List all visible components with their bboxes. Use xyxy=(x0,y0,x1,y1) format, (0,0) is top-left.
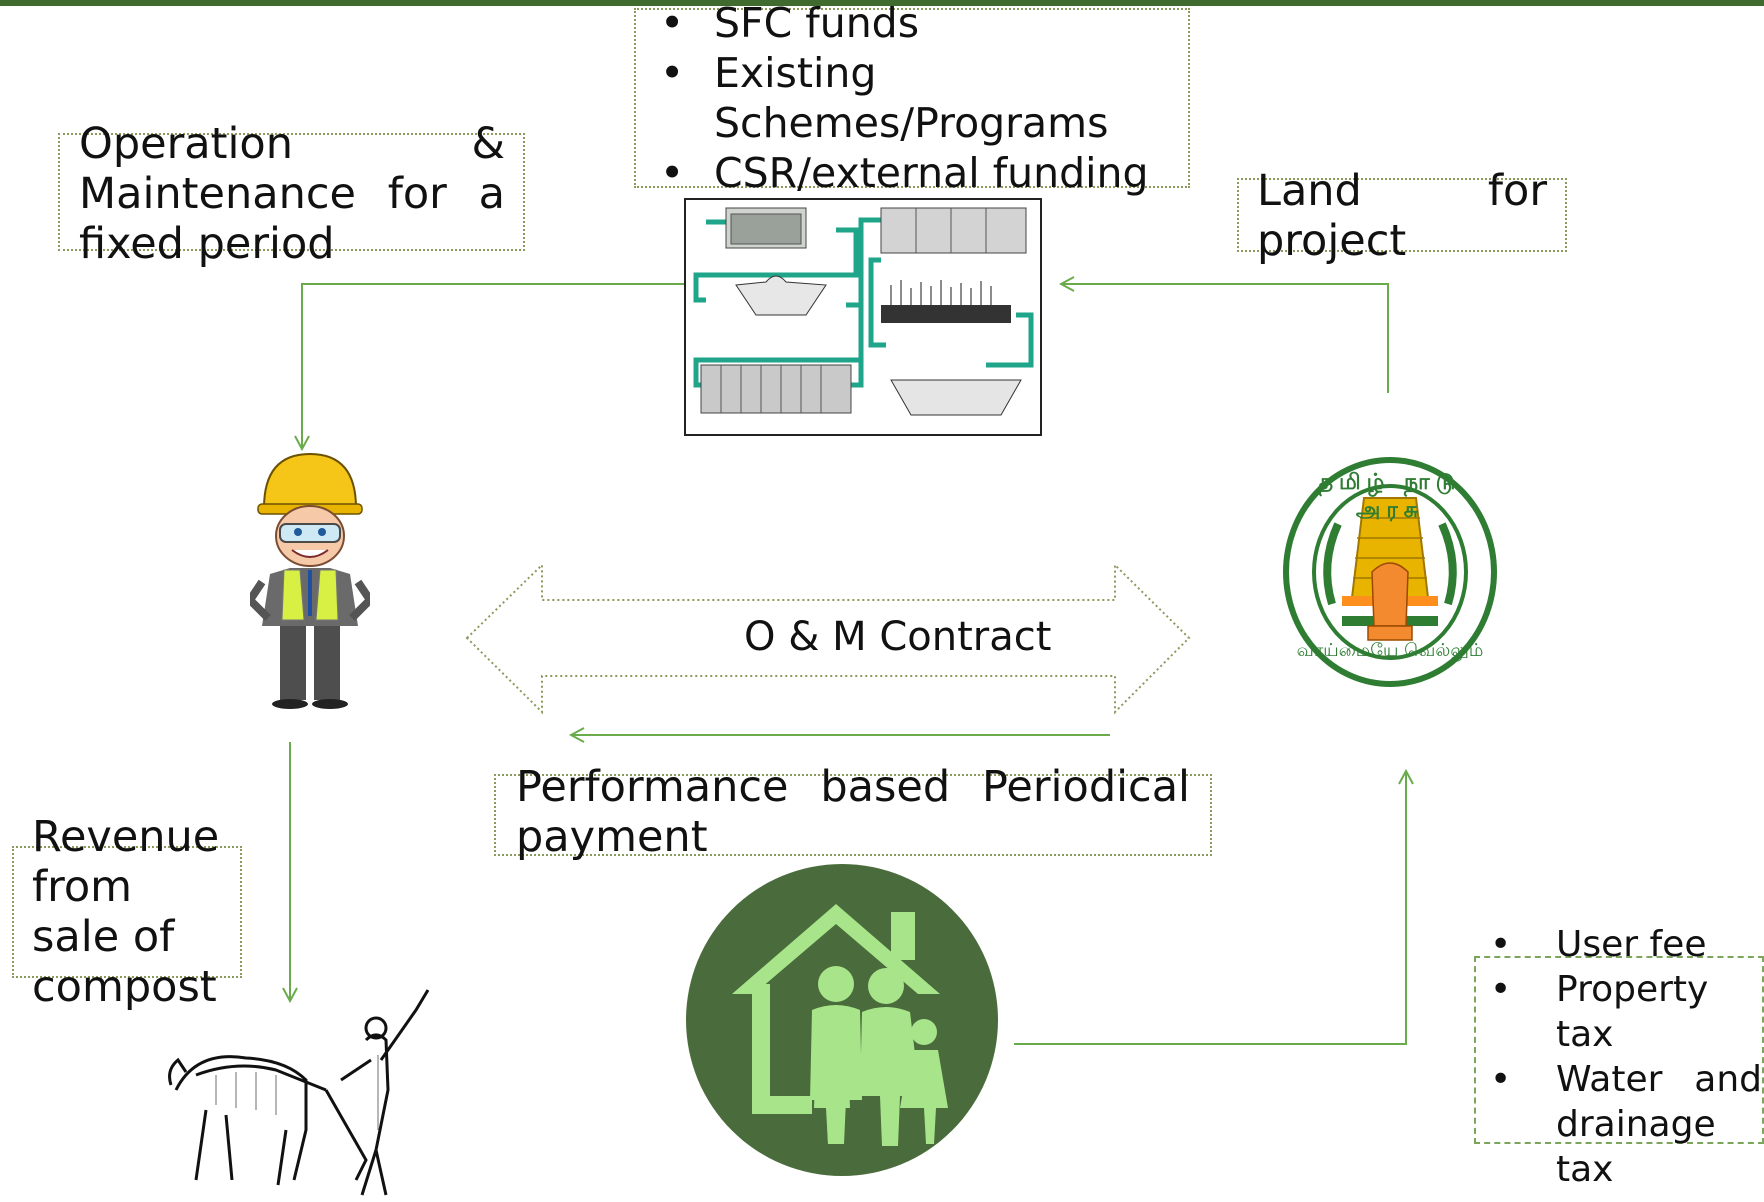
worker-image xyxy=(250,450,370,710)
treatment-plant-image xyxy=(684,198,1042,436)
family-icon-circle xyxy=(686,864,998,1176)
taxes-box xyxy=(1474,956,1764,1144)
funding-item: •SFC funds xyxy=(660,0,920,47)
payment-text: Performance based Periodical payment xyxy=(516,762,1190,862)
payment-box xyxy=(494,774,1212,856)
contract-double-arrow xyxy=(465,562,1191,715)
emblem-top-text: தமிழ் நாடு அரசு xyxy=(1318,470,1462,523)
arrow-govt-to-plant xyxy=(1062,284,1389,393)
taxes-list: •User fee •Property tax •Water and drain… xyxy=(1490,922,1764,1192)
land-text: Land for project xyxy=(1257,166,1547,266)
tax-item: •Property tax xyxy=(1490,969,1709,1055)
land-box xyxy=(1237,178,1567,252)
emblem-bottom-text: வாய்மையே வெல்லும் xyxy=(1296,640,1484,661)
tax-item: •Water and drainage tax xyxy=(1490,1059,1762,1190)
plant-diagram-icon xyxy=(693,207,1034,416)
funding-item: •Existing Schemes/Programs xyxy=(660,49,1109,147)
contract-label: O & M Contract xyxy=(744,614,1052,660)
top-accent-line xyxy=(0,0,1764,6)
arrow-plant-to-worker xyxy=(302,283,686,448)
tax-item: •User fee xyxy=(1490,924,1707,965)
funding-item: •CSR/external funding xyxy=(660,149,1149,197)
state-emblem-icon xyxy=(1283,457,1497,687)
revenue-box xyxy=(12,846,242,978)
om-text: Operation & Maintenance for a fixed peri… xyxy=(79,119,505,269)
om-box xyxy=(58,133,525,251)
engineer-icon xyxy=(250,452,370,709)
arrow-family-to-govt xyxy=(1014,772,1406,1045)
revenue-text: Revenue from sale of compost xyxy=(32,812,220,1012)
farmer-image xyxy=(166,980,430,1202)
farmer-icon xyxy=(168,989,430,1196)
funding-list: •SFC funds •Existing Schemes/Programs •C… xyxy=(660,0,1180,198)
family-house-icon xyxy=(732,904,948,1146)
govt-emblem: தமிழ் நாடு அரசு வாய்மையே வெல்லும் xyxy=(1280,454,1500,698)
funding-sources-box xyxy=(634,8,1190,188)
